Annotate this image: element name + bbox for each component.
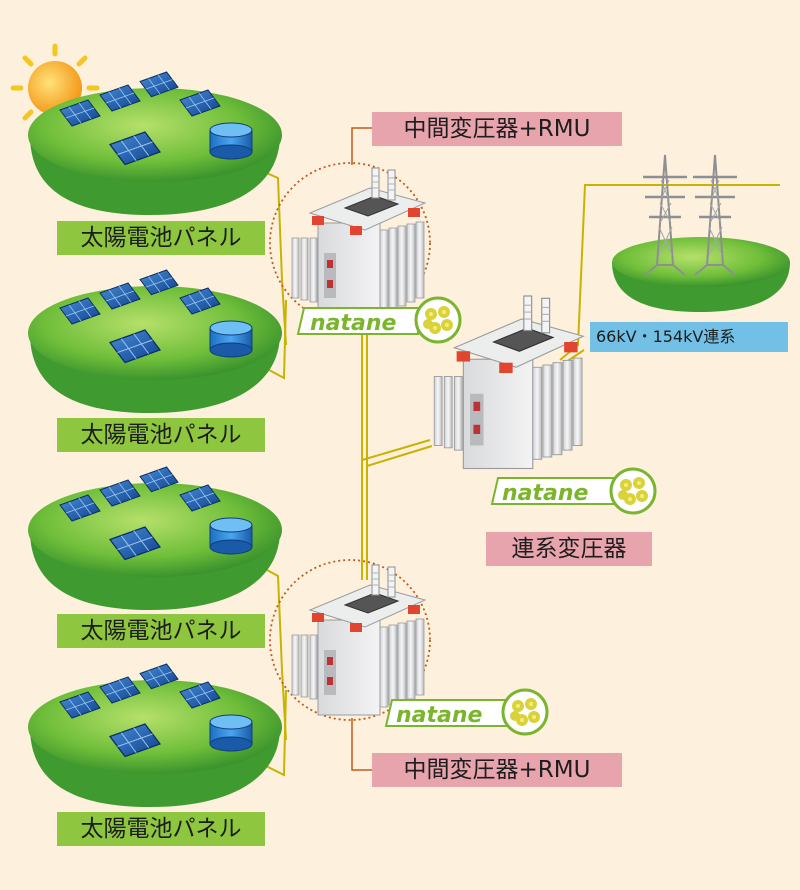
rapeseed-flower-icon xyxy=(414,296,462,344)
intermediate-transformer-label-top: 中間変圧器+RMU xyxy=(372,112,622,146)
solar-panel-label-4: 太陽電池パネル xyxy=(57,812,265,846)
transmission-tower-island xyxy=(612,153,790,312)
natane-logo-center: natane xyxy=(490,467,657,515)
solar-field-3 xyxy=(28,467,282,610)
rapeseed-flower-icon xyxy=(609,467,657,515)
solar-field-4 xyxy=(28,664,282,807)
rapeseed-flower-icon xyxy=(501,688,549,736)
leader-line-bottom xyxy=(351,718,372,771)
transformer-icon xyxy=(291,167,426,319)
solar-panel-label-1: 太陽電池パネル xyxy=(57,221,265,255)
leader-line-top xyxy=(351,127,372,165)
svg-text:natane: natane xyxy=(310,311,397,336)
solar-panel-label-3: 太陽電池パネル xyxy=(57,614,265,648)
svg-text:natane: natane xyxy=(396,703,483,728)
natane-logo-top: natane xyxy=(296,296,462,344)
solar-field-2 xyxy=(28,270,282,413)
transformer-circle-bottom xyxy=(269,559,431,721)
grid-transformer-label: 連系変圧器 xyxy=(486,532,652,566)
natane-logo-bottom: natane xyxy=(384,688,549,736)
transformer-icon xyxy=(291,564,426,716)
grid-connection-label: 66kV・154kV連系 xyxy=(590,322,788,352)
svg-text:natane: natane xyxy=(502,481,589,506)
solar-panel-label-2: 太陽電池パネル xyxy=(57,418,265,452)
intermediate-transformer-label-bottom: 中間変圧器+RMU xyxy=(372,753,622,787)
